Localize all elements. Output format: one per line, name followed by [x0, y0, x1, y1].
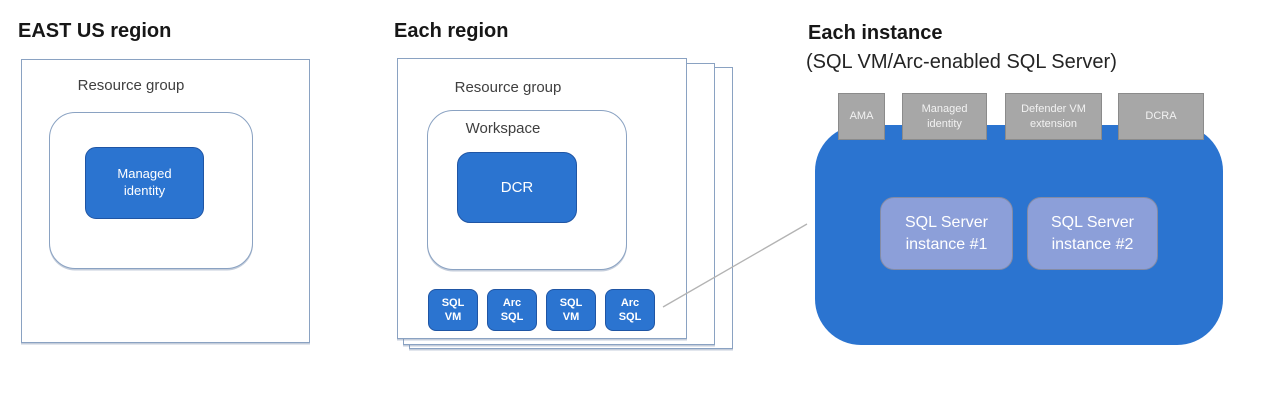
defender-vm-extension-tab: Defender VM extension: [1005, 93, 1102, 140]
east-us-resource-group-label: Resource group: [77, 77, 185, 94]
sql-vm-box-1: SQL VM: [428, 289, 478, 331]
each-instance-subtitle: (SQL VM/Arc-enabled SQL Server): [806, 51, 1117, 73]
ama-extension-tab: AMA: [838, 93, 885, 140]
each-region-title: Each region: [394, 20, 509, 42]
sql-server-instance-1-box: SQL Server instance #1: [880, 197, 1013, 270]
dcra-extension-tab: DCRA: [1118, 93, 1204, 140]
sql-vm-box-2: SQL VM: [546, 289, 596, 331]
sql-server-instance-2-box: SQL Server instance #2: [1027, 197, 1158, 270]
arc-sql-box-2: Arc SQL: [605, 289, 655, 331]
east-us-region-title: EAST US region: [18, 20, 172, 42]
managed-identity-box: Managed identity: [85, 147, 204, 219]
arc-sql-box-1: Arc SQL: [487, 289, 537, 331]
each-region-resource-group-label: Resource group: [454, 79, 562, 96]
each-instance-title: Each instance: [808, 22, 943, 44]
managed-identity-extension-tab: Managed identity: [902, 93, 987, 140]
dcr-box: DCR: [457, 152, 577, 223]
sql-instance-host-box: [815, 125, 1223, 345]
workspace-label: Workspace: [465, 120, 541, 137]
